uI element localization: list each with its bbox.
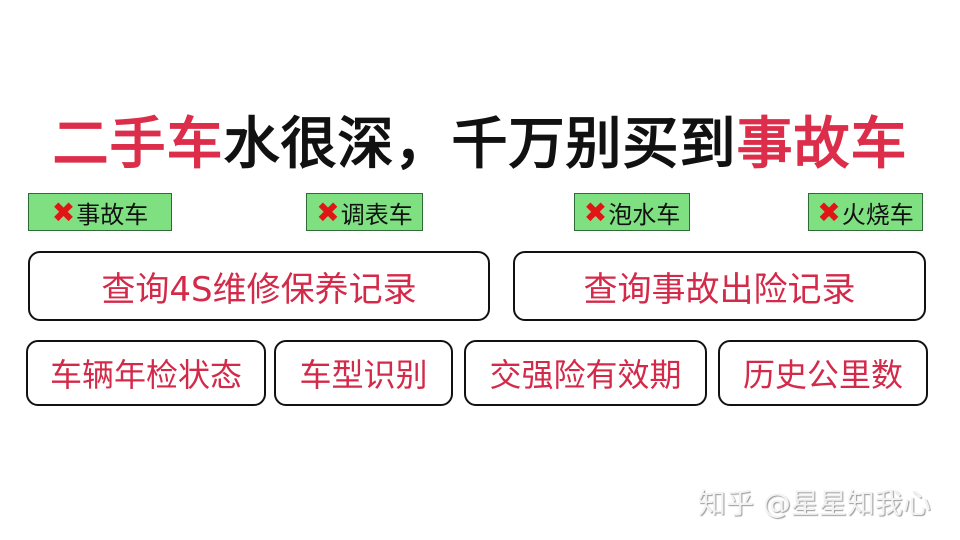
headline-part2: 水很深，千万别买到 <box>223 112 737 177</box>
query-accident-label: 查询事故出险记录 <box>583 269 856 310</box>
headline-part1: 二手车 <box>52 112 224 177</box>
watermark: 知乎 @星星知我心 <box>698 487 931 520</box>
headline: 二手车水很深，千万别买到事故车 <box>0 110 960 180</box>
insurance-validity-label: 交强险有效期 <box>489 356 682 394</box>
mileage-history-label: 历史公里数 <box>742 356 903 394</box>
query-maintenance-label: 查询4S维修保养记录 <box>101 269 417 310</box>
vehicle-model-recognition-button[interactable]: 车型识别 <box>274 340 453 406</box>
cross-icon: ✖ <box>316 195 340 229</box>
vehicle-model-label: 车型识别 <box>299 356 428 394</box>
cross-icon: ✖ <box>817 195 841 229</box>
cross-icon: ✖ <box>583 195 608 229</box>
annual-inspection-label: 车辆年检状态 <box>49 356 242 394</box>
headline-part3: 事故车 <box>736 112 908 177</box>
warning-tag-label: 火烧车 <box>841 200 914 229</box>
warning-tag-label: 泡水车 <box>608 200 681 229</box>
cross-icon: ✖ <box>51 195 76 229</box>
annual-inspection-status-button[interactable]: 车辆年检状态 <box>26 340 266 406</box>
query-accident-records-button[interactable]: 查询事故出险记录 <box>513 251 926 321</box>
warning-tag-label: 调表车 <box>340 200 413 229</box>
query-maintenance-records-button[interactable]: 查询4S维修保养记录 <box>28 251 490 321</box>
mileage-history-button[interactable]: 历史公里数 <box>718 340 928 406</box>
warning-tag-flooded: ✖ 泡水车 <box>574 193 690 231</box>
warning-tag-fire: ✖ 火烧车 <box>808 193 923 231</box>
warning-tag-label: 事故车 <box>76 200 149 229</box>
insurance-validity-button[interactable]: 交强险有效期 <box>464 340 707 406</box>
warning-tag-odometer: ✖ 调表车 <box>306 193 423 231</box>
warning-tag-accident: ✖ 事故车 <box>28 193 172 231</box>
